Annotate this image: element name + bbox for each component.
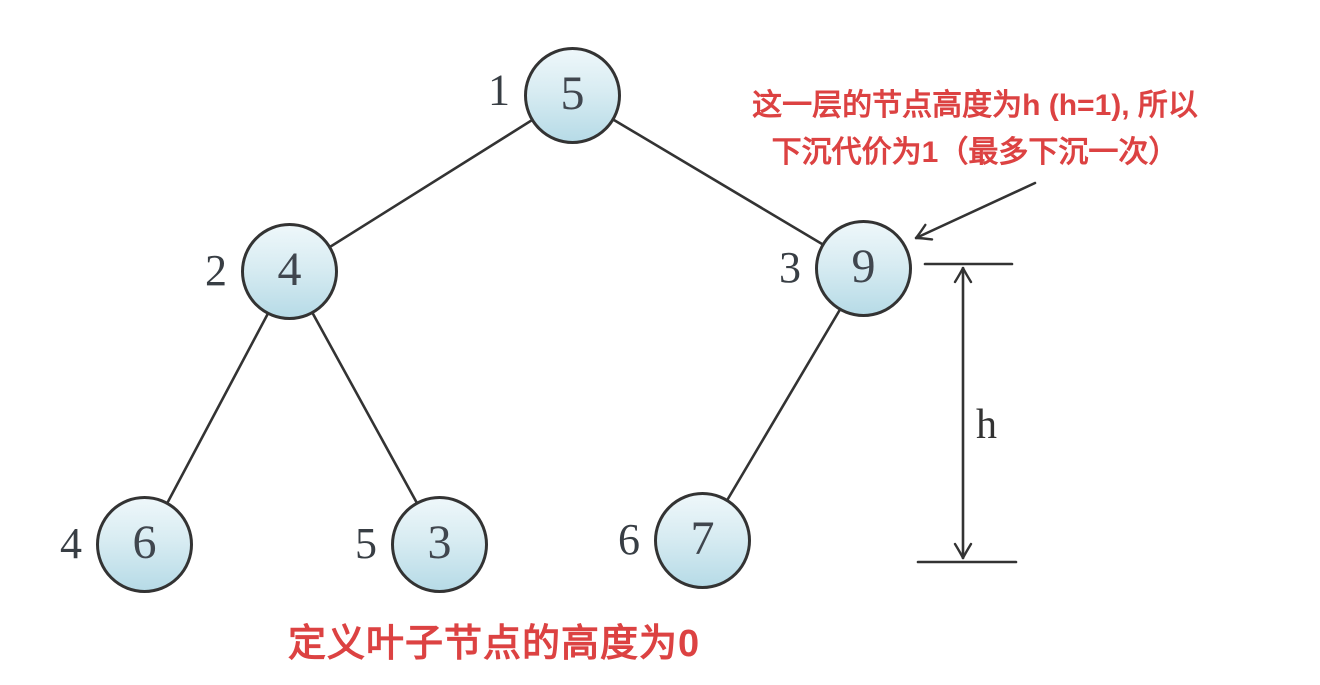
tree-edge-9-7 [701, 267, 866, 543]
tree-edge-4-6 [143, 270, 292, 547]
node-index-label: 2 [205, 245, 227, 295]
node-value: 9 [851, 239, 876, 293]
node-circle: 3 [391, 496, 488, 593]
annotation-arrow [916, 181, 1037, 238]
node-circle: 9 [815, 220, 912, 317]
tree-node-2: 2 4 [205, 223, 338, 320]
node-circle: 4 [241, 223, 338, 320]
tree-edge-4-3 [288, 270, 442, 547]
tree-node-4: 4 6 [60, 496, 193, 593]
node-index-label: 6 [618, 514, 640, 564]
height-dimension-label: h [976, 402, 997, 448]
sink-cost-annotation: 这一层的节点高度为h (h=1), 所以 下沉代价为1（最多下沉一次） [718, 82, 1232, 176]
tree-node-3: 3 9 [779, 220, 912, 317]
tree-edge-root-right [570, 93, 866, 271]
node-value: 6 [132, 515, 157, 569]
tree-node-6: 6 7 [618, 492, 751, 589]
node-value: 3 [427, 515, 452, 569]
node-value: 4 [277, 242, 302, 296]
tree-node-5: 5 3 [355, 496, 488, 593]
node-circle: 7 [654, 492, 751, 589]
node-circle: 5 [524, 47, 621, 144]
sink-cost-line1: 这一层的节点高度为h (h=1), 所以 [752, 89, 1198, 122]
node-circle: 6 [96, 496, 193, 593]
node-index-label: 1 [488, 65, 510, 115]
node-index-label: 5 [355, 518, 377, 568]
node-value: 5 [560, 66, 585, 120]
node-index-label: 3 [779, 242, 801, 292]
node-index-label: 4 [60, 518, 82, 568]
leaf-height-annotation: 定义叶子节点的高度为0 [288, 623, 701, 665]
sink-cost-line2: 下沉代价为1（最多下沉一次） [771, 136, 1179, 169]
tree-node-1: 1 5 [488, 47, 621, 144]
node-value: 7 [690, 511, 715, 565]
tree-edge-root-left [288, 93, 574, 274]
